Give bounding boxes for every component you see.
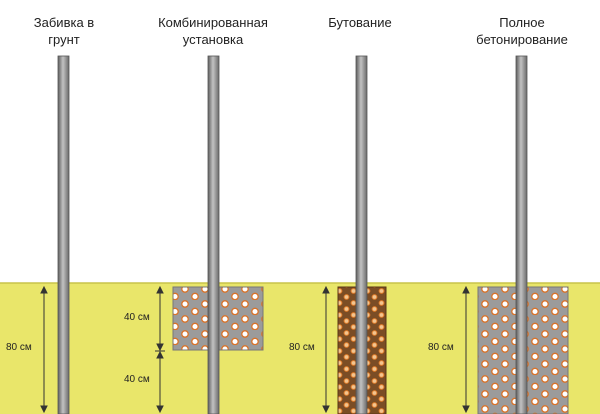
title-rubble: Бутование — [328, 15, 392, 30]
arrow-down — [40, 405, 48, 414]
arrow-down — [322, 405, 330, 414]
title-driven: Забивка в грунт — [33, 15, 95, 47]
post-concrete — [515, 55, 528, 414]
arrow-up — [156, 350, 164, 359]
arrow-down — [156, 405, 164, 414]
depth-label-combined-upper: 40 см — [124, 312, 150, 323]
arrow-down — [156, 343, 164, 352]
arrow-up — [156, 285, 164, 294]
post-driven — [57, 55, 70, 414]
post-combined — [207, 55, 220, 414]
depth-label-rubble: 80 см — [289, 342, 315, 353]
arrow-up — [322, 285, 330, 294]
title-combined: Комбинированная установка — [158, 15, 268, 47]
arrow-down — [462, 405, 470, 414]
depth-label-full-concrete: 80 см — [428, 342, 454, 353]
depth-label-combined-lower: 40 см — [124, 374, 150, 385]
title-full-concrete: Полное бетонирование — [476, 15, 568, 47]
arrow-up — [40, 285, 48, 294]
post-rubble — [355, 55, 368, 414]
depth-label-driven: 80 см — [6, 342, 32, 353]
arrow-up — [462, 285, 470, 294]
